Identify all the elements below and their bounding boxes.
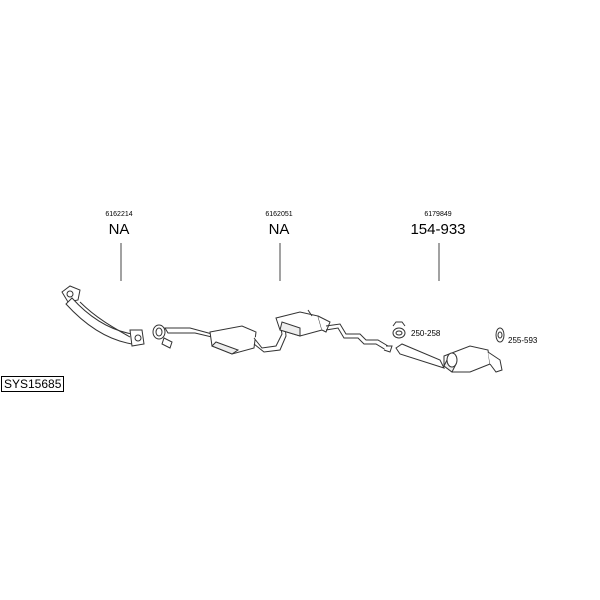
rubber-mount-icon[interactable] [495, 327, 505, 343]
system-code-badge: SYS15685 [1, 376, 65, 392]
accessory-label-clamp[interactable]: 250-258 [411, 329, 441, 338]
oem-number-part-2: 6162051 [265, 211, 293, 218]
clamp-icon[interactable] [392, 321, 406, 339]
intermediate-pipe[interactable] [325, 323, 393, 353]
part-number-2[interactable]: NA [268, 221, 290, 238]
accessory-label-mount[interactable]: 255-593 [508, 336, 538, 345]
part-number-3[interactable]: 154-933 [410, 221, 466, 238]
pipe-joint[interactable] [152, 324, 173, 349]
part-number-1[interactable]: NA [108, 221, 130, 238]
oem-number-part-1: 6162214 [105, 211, 133, 218]
rear-silencer[interactable] [395, 343, 503, 373]
front-pipe[interactable] [61, 285, 145, 347]
oem-number-part-3: 6179849 [424, 211, 452, 218]
centre-silencer[interactable] [164, 309, 331, 355]
